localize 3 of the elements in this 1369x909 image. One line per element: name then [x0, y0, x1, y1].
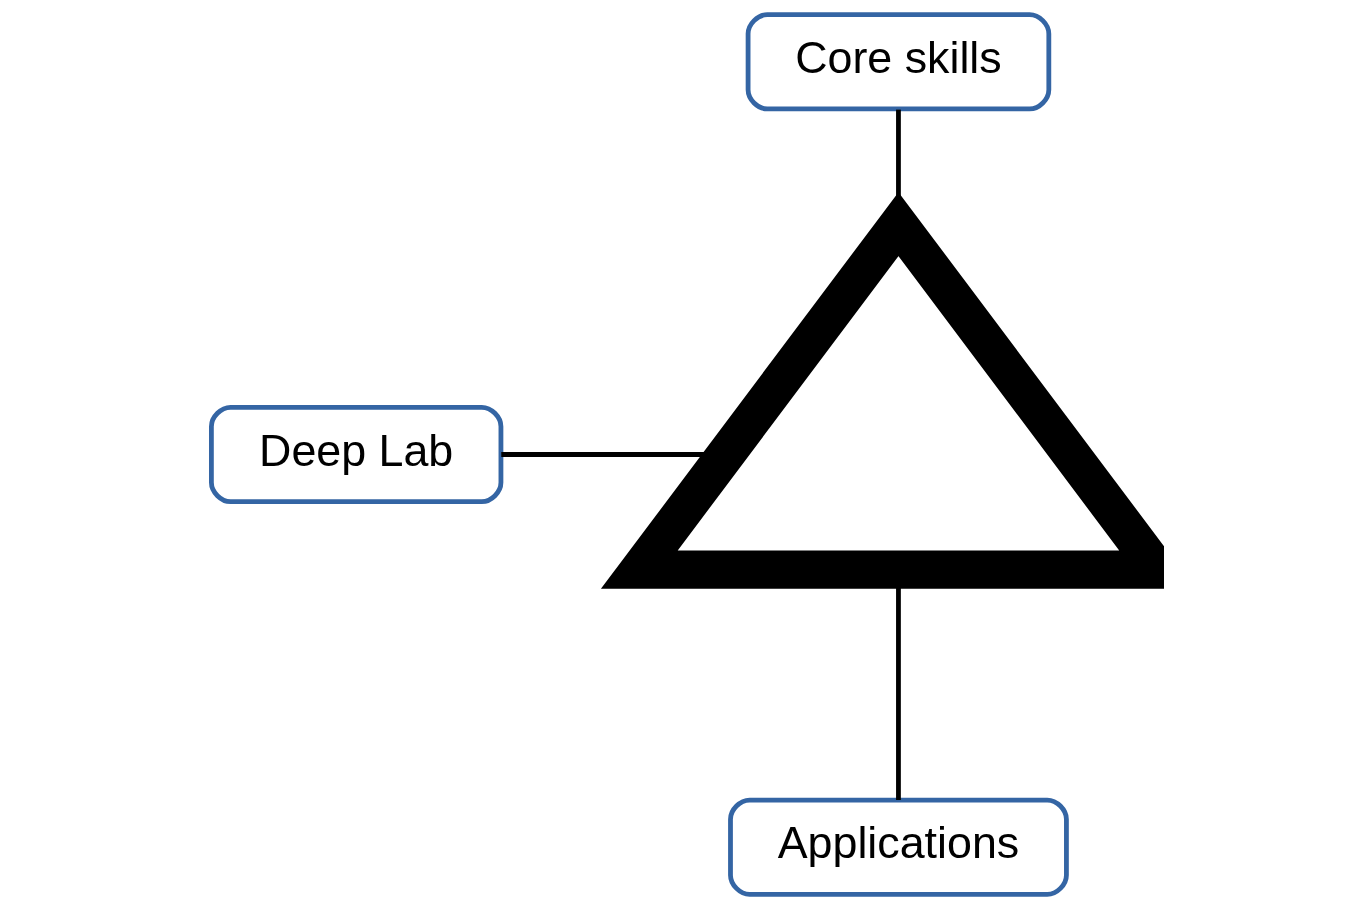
node-box: Core skills — [745, 12, 1052, 112]
node-box: Applications — [728, 797, 1069, 897]
node-box: Deep Lab — [209, 404, 504, 505]
